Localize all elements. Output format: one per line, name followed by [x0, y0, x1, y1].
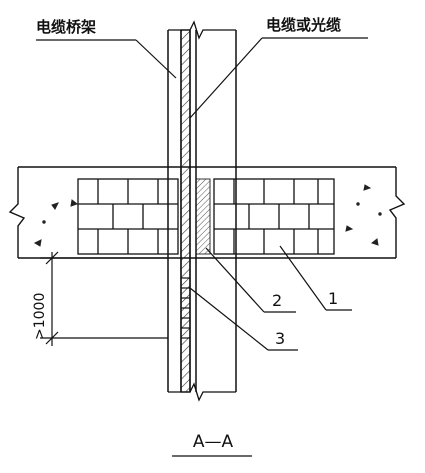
concrete-marks: [33, 184, 382, 247]
leader-cable: [189, 37, 368, 119]
cable-wall: [168, 20, 237, 402]
leader-cable-tray: [36, 39, 177, 79]
callout-2: 2: [272, 291, 282, 310]
section-title: A—A: [193, 432, 234, 452]
leader-callout-3: [189, 287, 298, 351]
fire-filler: [195, 178, 211, 255]
masonry-right: [213, 178, 335, 255]
label-cable: 电缆或光缆: [266, 16, 341, 34]
callout-3: 3: [275, 329, 285, 348]
callout-1: 1: [328, 289, 338, 308]
cable-tray: [167, 29, 191, 393]
masonry-left: [77, 178, 179, 255]
label-cable-tray: 电缆桥架: [36, 18, 96, 36]
dimension-label: >1000: [32, 293, 48, 340]
dimension-line: [40, 251, 168, 346]
leader-callout-2: [205, 247, 296, 313]
leader-callout-1: [279, 245, 352, 311]
